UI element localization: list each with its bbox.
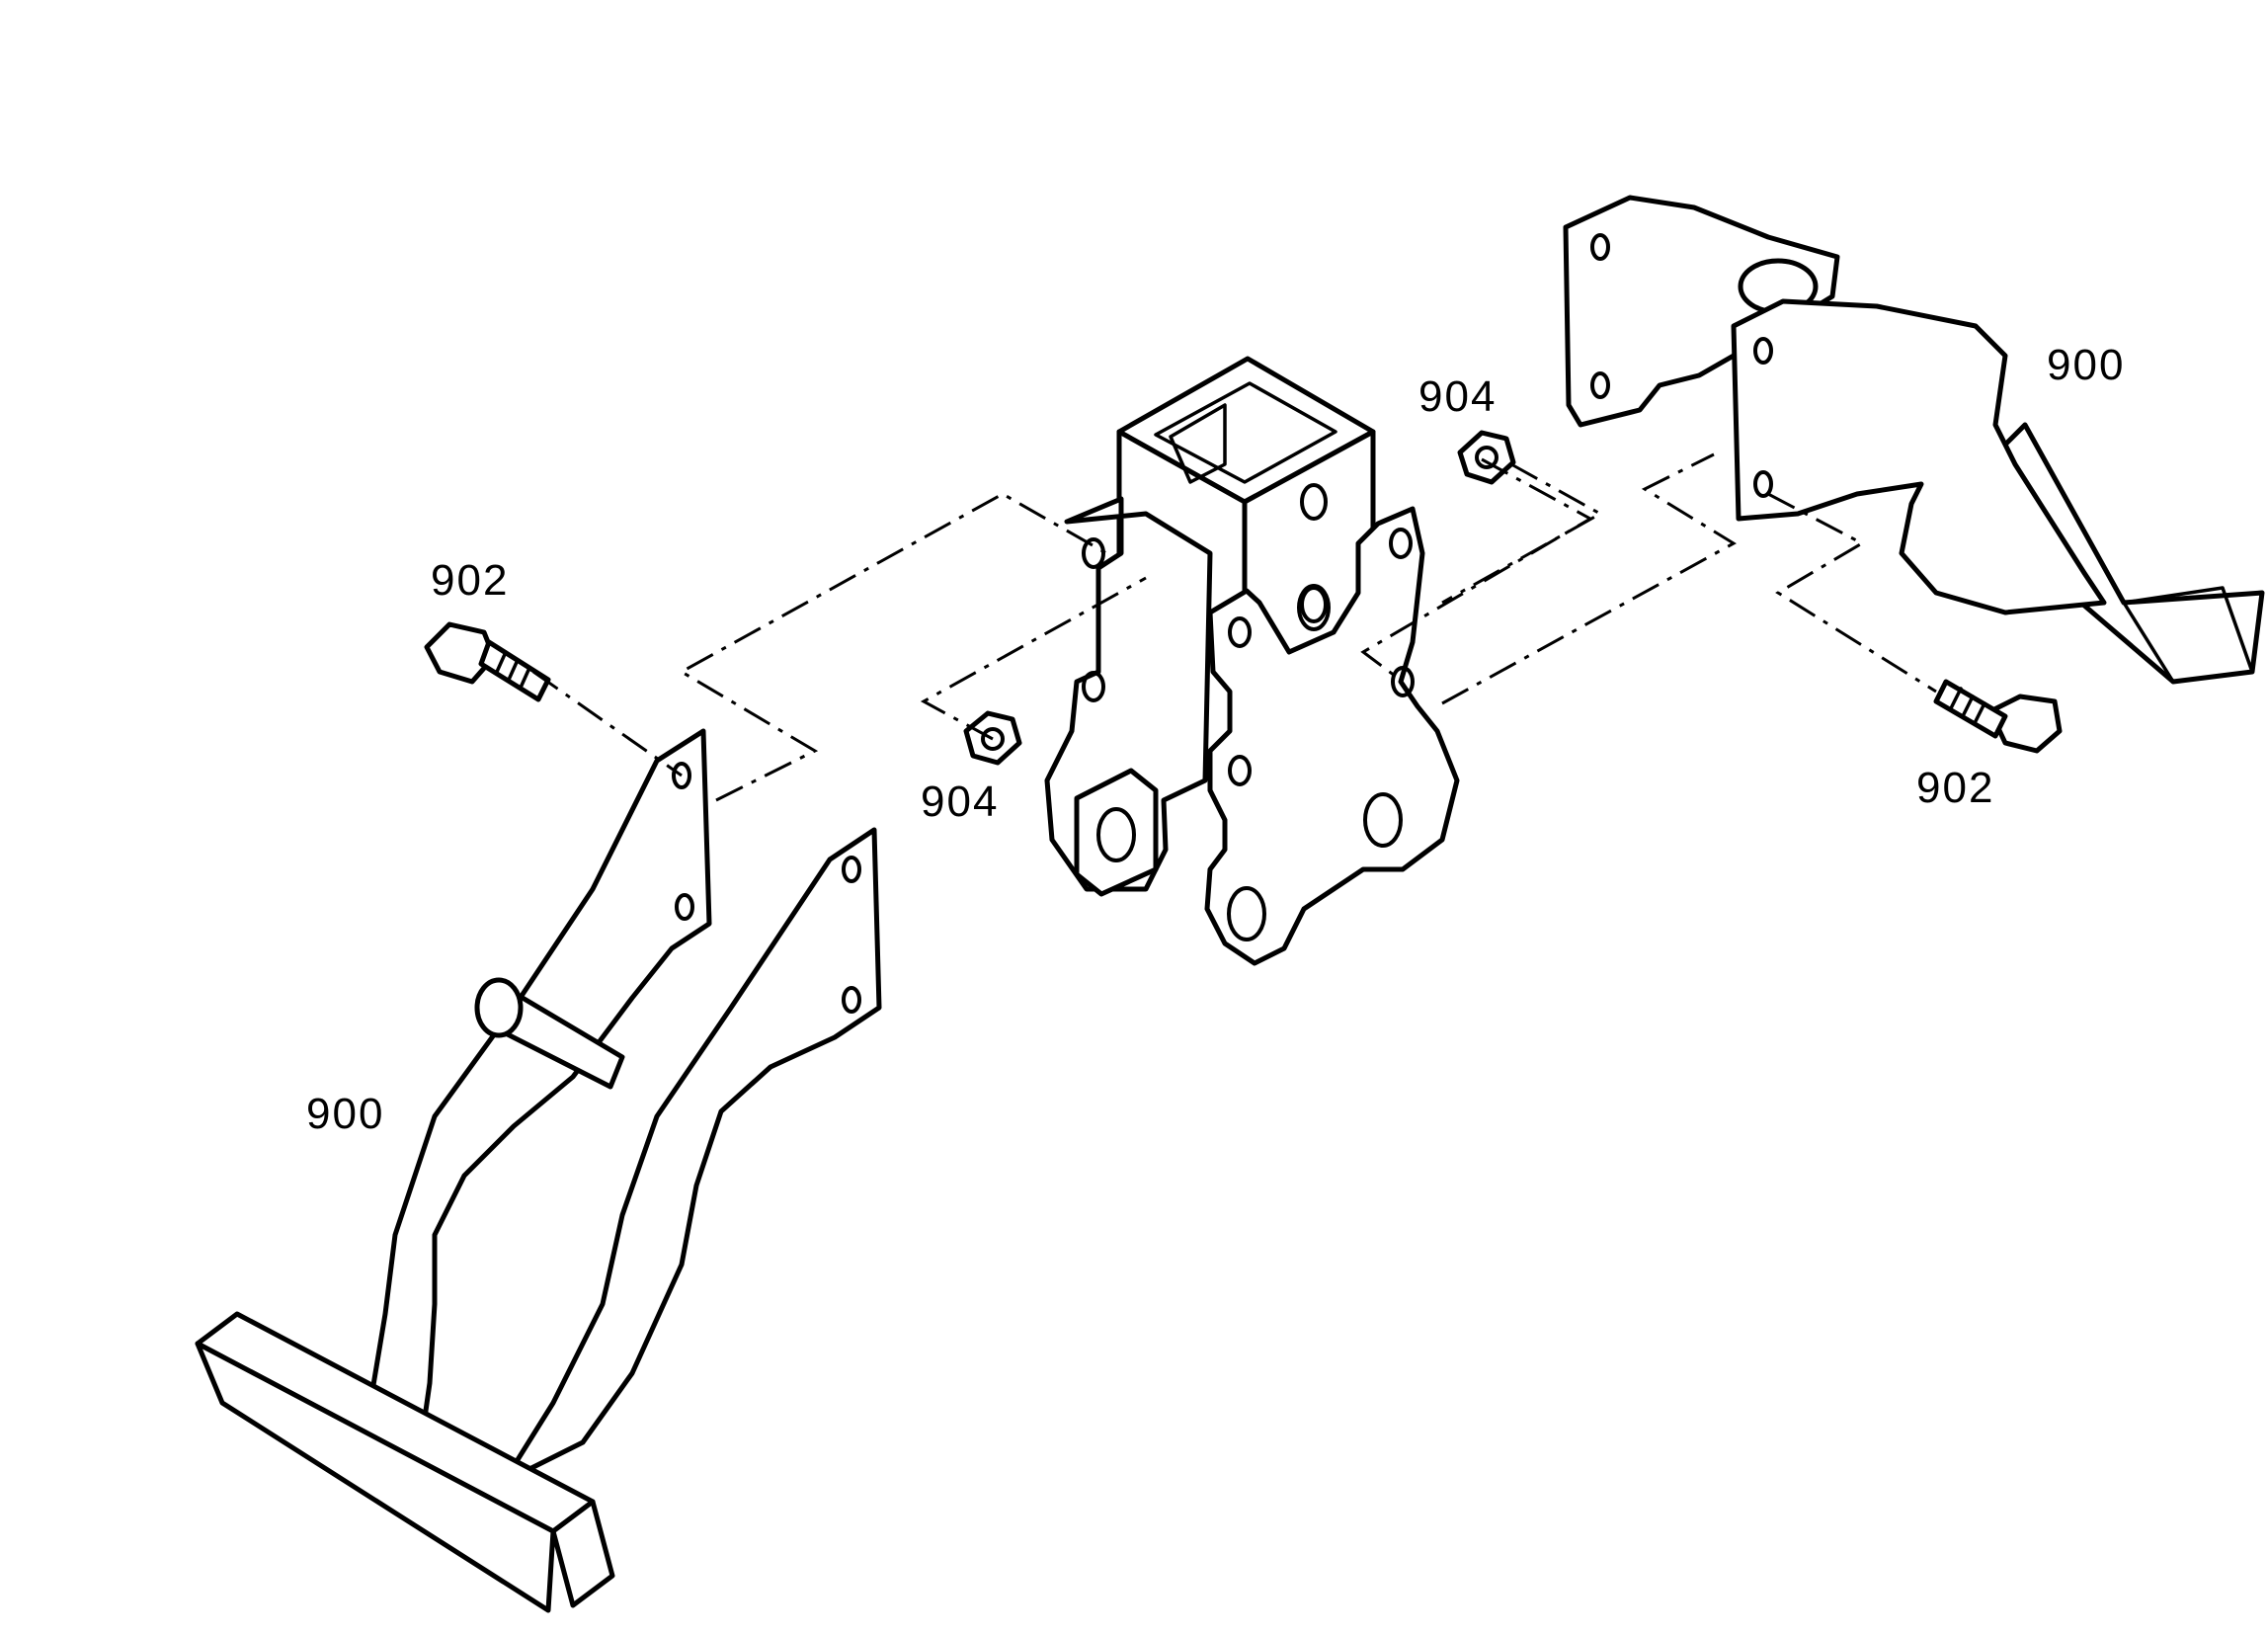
callout-label-902-left: 902 [431,556,509,605]
center-bracket [1044,356,1460,966]
bolt-part-left [424,621,551,702]
handle-part-left [195,728,882,1613]
assembly-lines [532,452,1937,802]
nut-part-right [1457,430,1516,485]
callout-label-902-right: 902 [1916,764,1994,812]
callout-label-900-left: 900 [306,1090,384,1138]
handle-part-right [1563,195,2265,685]
callout-label-904-left: 904 [921,777,999,826]
callout-label-900-right: 900 [2047,341,2125,389]
bolt-part-right [1933,679,2063,754]
callout-label-904-right: 904 [1418,372,1497,421]
